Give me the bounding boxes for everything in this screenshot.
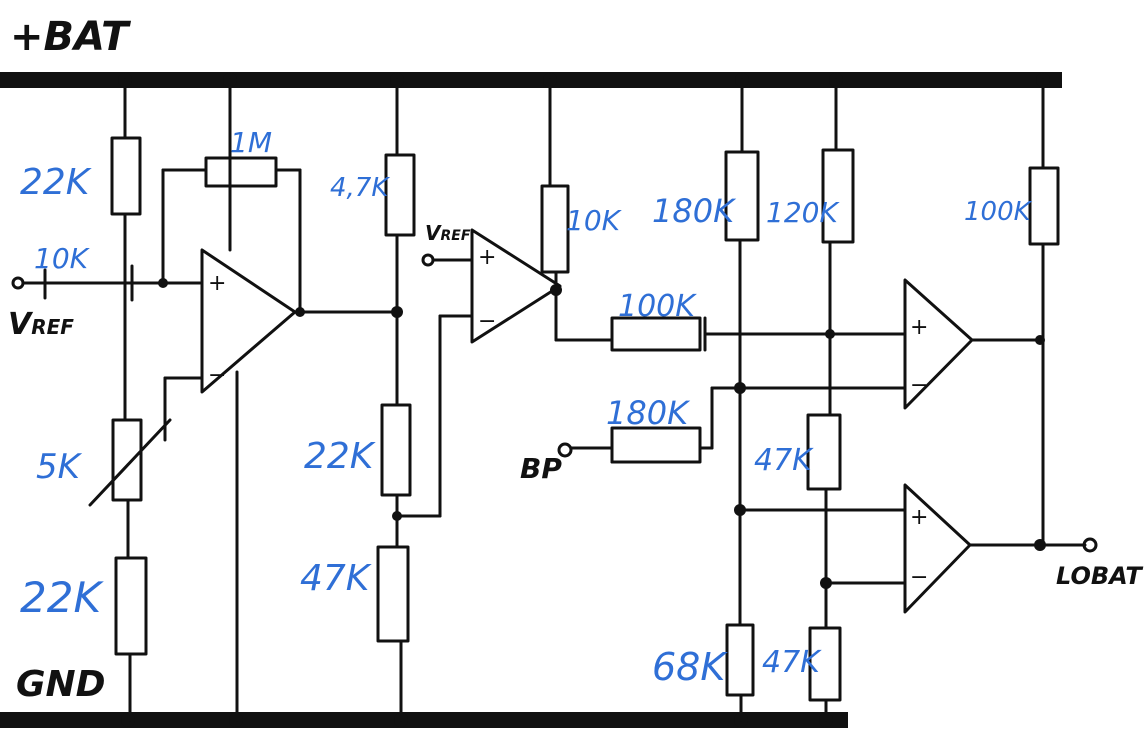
label-22k-mid: 22K	[304, 436, 376, 477]
lobat-terminal	[1082, 537, 1098, 553]
resistor-180k-top	[724, 150, 760, 242]
label-1m: 1M	[230, 126, 272, 159]
opamp1-plus: +	[208, 271, 226, 296]
comparator-a	[903, 278, 974, 410]
resistor-120k	[821, 148, 855, 244]
label-5k: 5K	[36, 447, 83, 487]
label-180k-bp: 180K	[606, 394, 691, 432]
label-47k-mid: 47K	[300, 558, 372, 599]
label-47k-right: 47K	[754, 443, 814, 478]
label-4-7k: 4,7K	[330, 173, 390, 203]
resistor-5k	[111, 418, 143, 502]
opamp-signs: + − + − + − + −	[208, 245, 928, 590]
label-22k-top: 22K	[20, 162, 92, 203]
resistor-22k-bottom	[114, 556, 148, 656]
resistor-100k-out	[1028, 166, 1060, 246]
lobat-label: LOBAT	[1056, 562, 1143, 590]
label-22k-bottom: 22K	[20, 573, 104, 622]
resistor-100k-series	[610, 316, 702, 352]
resistor-10k-pullup	[540, 184, 570, 274]
resistor-180k-bp	[610, 426, 702, 464]
resistor-labels: 22K 10K 1M 5K 22K 4,7K 22K 47K 10K 100K …	[20, 126, 1033, 689]
left-stage	[11, 78, 399, 722]
pot-wiper	[88, 418, 172, 507]
label-68k: 68K	[652, 645, 728, 689]
opamp1-minus: −	[208, 363, 226, 388]
resistor-68k	[725, 623, 755, 697]
bp-label: BP	[520, 452, 562, 485]
opamp-1	[200, 248, 297, 394]
gnd-label: GND	[16, 664, 106, 705]
resistor-1m	[204, 156, 278, 188]
bp-terminal	[557, 442, 573, 458]
rail-junctions	[118, 73, 1050, 727]
opamp2-plus: +	[478, 245, 496, 270]
label-10k-in: 10K	[34, 242, 91, 275]
compa-plus: +	[910, 315, 928, 340]
label-100k-out: 100K	[964, 197, 1033, 227]
comparator-b	[903, 483, 972, 614]
resistor-4-7k	[384, 153, 416, 237]
resistor-22k-mid	[380, 403, 412, 497]
opamp-2	[470, 228, 562, 344]
opamp2-minus: −	[478, 309, 496, 334]
compb-minus: −	[910, 565, 928, 590]
label-100k-series: 100K	[618, 289, 697, 324]
label-10k-pullup: 10K	[566, 204, 623, 237]
compa-minus: −	[910, 373, 928, 398]
label-120k: 120K	[766, 196, 840, 229]
resistor-47k-right	[806, 413, 842, 491]
compb-plus: +	[910, 505, 928, 530]
label-47k-bottom: 47K	[762, 645, 822, 680]
bat-label: +BAT	[10, 14, 131, 60]
vref-mid-label: VREF	[425, 221, 471, 245]
resistor-22k-top	[110, 136, 142, 216]
right-stage	[724, 78, 1098, 722]
label-180k-top: 180K	[652, 192, 737, 230]
vref-left-label: VREF	[8, 307, 74, 342]
resistor-47k-mid	[376, 545, 410, 643]
